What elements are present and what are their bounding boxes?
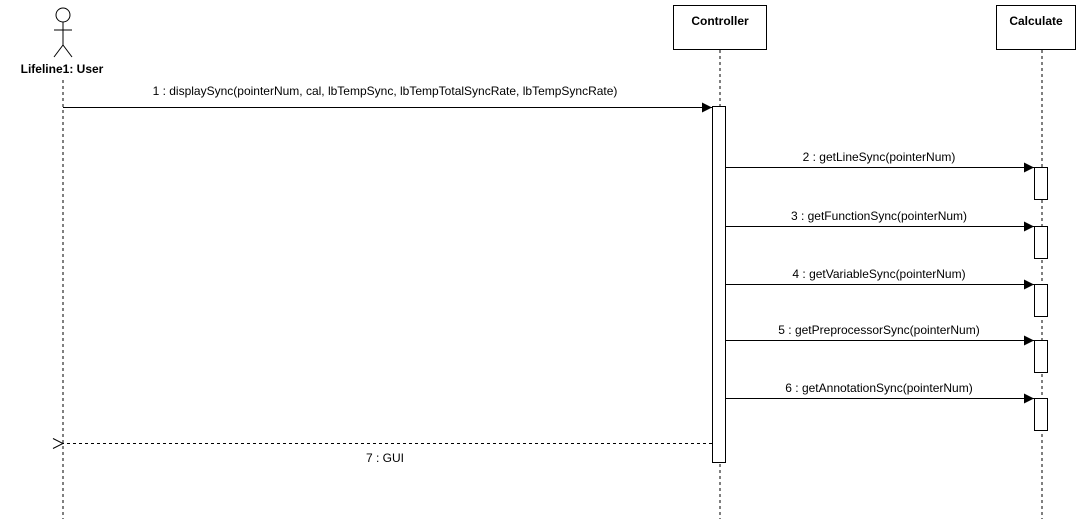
message-2: 2 : getLineSync(pointerNum) (726, 150, 1034, 173)
message-1: 1 : displaySync(pointerNum, cal, lbTempS… (63, 84, 712, 113)
controller-box (673, 5, 767, 50)
controller-name: Controller (691, 14, 749, 28)
calculate-activation-6 (1034, 398, 1048, 431)
message-3-label: 3 : getFunctionSync(pointerNum) (791, 209, 967, 223)
calculate-activation-3 (1034, 226, 1048, 259)
controller-activation (712, 106, 726, 463)
message-7-label: 7 : GUI (366, 451, 404, 465)
user-lifeline-name: Lifeline1: User (21, 62, 104, 76)
actor-stick-figure-icon (53, 7, 73, 58)
message-6: 6 : getAnnotationSync(pointerNum) (726, 381, 1034, 404)
message-6-label: 6 : getAnnotationSync(pointerNum) (785, 381, 972, 395)
calculate-activation-5 (1034, 340, 1048, 373)
calculate-name: Calculate (1009, 14, 1063, 28)
calculate-activation-2 (1034, 167, 1048, 200)
message-4-label: 4 : getVariableSync(pointerNum) (792, 267, 965, 281)
controller-object: Controller (673, 5, 767, 50)
message-5: 5 : getPreprocessorSync(pointerNum) (726, 323, 1034, 346)
message-4: 4 : getVariableSync(pointerNum) (726, 267, 1034, 290)
calculate-object: Calculate (996, 5, 1076, 50)
message-7: 7 : GUI (63, 444, 712, 465)
message-5-label: 5 : getPreprocessorSync(pointerNum) (778, 323, 979, 337)
user-actor: Lifeline1: User (21, 7, 104, 76)
calculate-activation-4 (1034, 284, 1048, 317)
message-3: 3 : getFunctionSync(pointerNum) (726, 209, 1034, 232)
message-1-label: 1 : displaySync(pointerNum, cal, lbTempS… (153, 84, 618, 98)
message-2-label: 2 : getLineSync(pointerNum) (803, 150, 956, 164)
calculate-box (996, 5, 1076, 50)
